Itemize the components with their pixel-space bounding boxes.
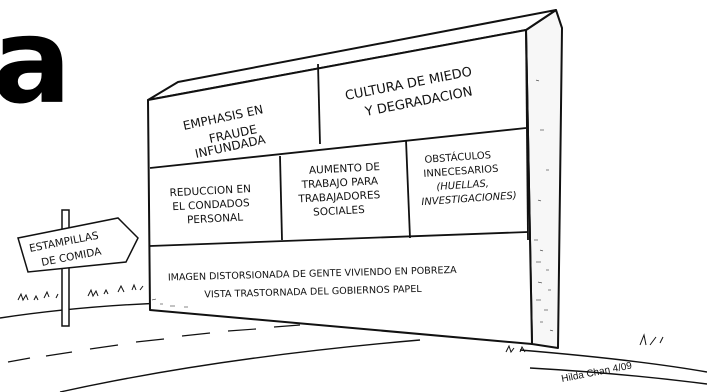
panel-mid-1: REDUCCION EN EL CONDADOS PERSONAL <box>169 183 251 227</box>
panel-mid-2-line-3: TRABAJADORES <box>297 189 381 205</box>
wall-panels <box>149 29 529 247</box>
grass <box>17 283 664 354</box>
signpost <box>17 209 139 327</box>
panel-mid-1-line-3: PERSONAL <box>187 212 244 227</box>
wall-texture <box>151 79 554 332</box>
heading-fragment-letter: a <box>0 0 72 130</box>
panel-mid-2-line-1: AUMENTO DE <box>309 161 381 177</box>
panel-mid-2: AUMENTO DE TRABAJO PARA TRABAJADORES SOC… <box>297 161 381 219</box>
wall <box>147 9 563 349</box>
artist-credit: Hilda Chan 4/09 <box>560 360 633 385</box>
panel-mid-2-line-4: SOCIALES <box>313 204 366 219</box>
panel-mid-2-line-2: TRABAJO PARA <box>300 175 379 191</box>
panel-mid-3-line-2: INNECESARIOS <box>423 164 499 180</box>
panel-mid-1-line-1: REDUCCION EN <box>169 183 251 199</box>
panel-mid-1-line-2: EL CONDADOS <box>172 197 250 213</box>
panel-mid-3-line-3: (HUELLAS, <box>436 178 489 193</box>
